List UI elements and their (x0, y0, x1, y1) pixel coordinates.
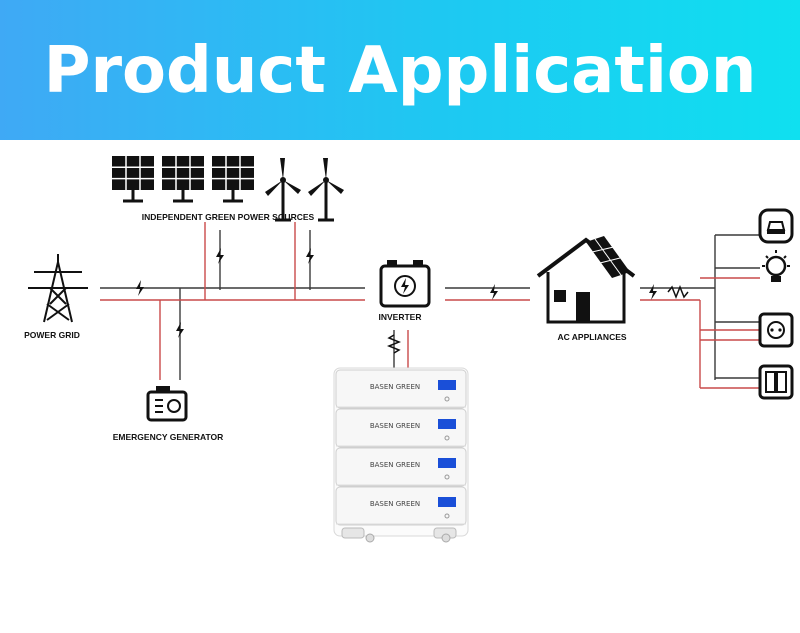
generator-icon (146, 386, 188, 422)
battery-brand-2: BASEN GREEN (370, 422, 420, 430)
emergency-generator-label: EMERGENCY GENERATOR (113, 432, 224, 442)
battery-stack: BASEN GREEN BASEN GREEN BASEN GREEN BASE… (333, 367, 469, 543)
solar-panel-icon (160, 154, 206, 203)
power-pylon-icon (28, 254, 88, 323)
battery-brand-4: BASEN GREEN (370, 500, 420, 508)
wind-turbine-icon (306, 156, 346, 222)
inverter-label: INVERTER (379, 312, 422, 322)
car-icon (758, 208, 794, 244)
house-icon (536, 236, 636, 324)
power-socket-icon (758, 312, 794, 348)
solar-panel-icon (210, 154, 256, 203)
battery-brand-1: BASEN GREEN (370, 383, 420, 391)
page-title: Product Application (43, 34, 757, 108)
red-wires (100, 222, 760, 389)
solar-panel-icon (110, 154, 156, 203)
resistor-symbol-vertical (386, 334, 402, 354)
battery-brand-3: BASEN GREEN (370, 461, 420, 469)
dark-wires (100, 230, 760, 380)
light-bulb-icon (762, 250, 790, 282)
inverter-icon (379, 260, 431, 308)
system-diagram: INDEPENDENT GREEN POWER SOURCES POWER GR… (24, 154, 794, 543)
green-sources-label: INDEPENDENT GREEN POWER SOURCES (142, 212, 315, 222)
header-banner: Product Application (0, 0, 800, 140)
switch-panel-icon (758, 364, 794, 400)
resistor-symbol (667, 284, 689, 300)
ac-appliances-label: AC APPLIANCES (557, 332, 626, 342)
wind-turbine-icon (263, 156, 303, 222)
power-grid-label: POWER GRID (24, 330, 80, 340)
